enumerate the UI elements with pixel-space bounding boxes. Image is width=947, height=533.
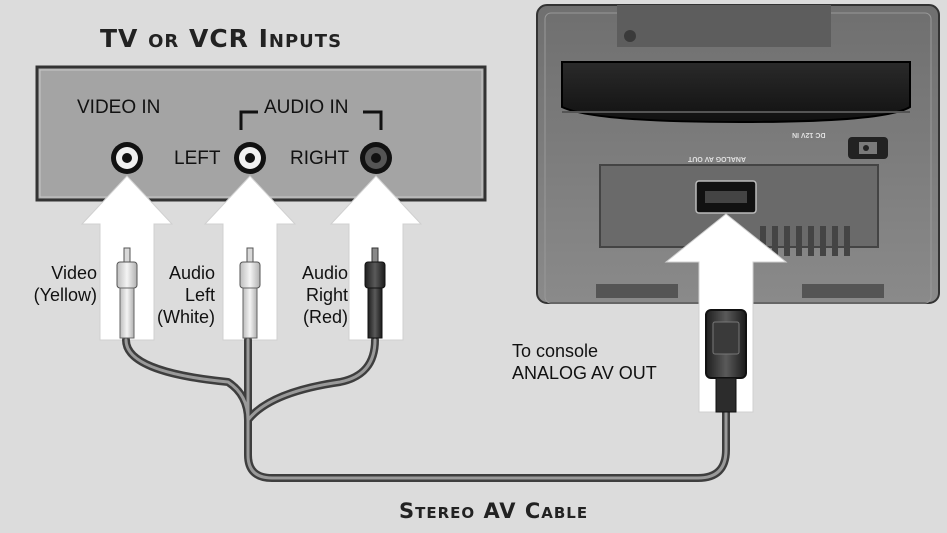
stereo-av-cable (122, 336, 730, 482)
audio-in-label: AUDIO IN (264, 97, 349, 118)
console-dc-label: DC 12V IN (792, 131, 826, 138)
audio-right-plug (364, 247, 386, 339)
screw-icon (624, 30, 636, 42)
audio-left-plug-label: Audio Left (White) (157, 263, 215, 327)
right-label: RIGHT (290, 148, 350, 169)
tv-input-panel (35, 65, 487, 202)
cable-title: Stereo AV Cable (399, 499, 589, 523)
video-plug-label: Video (Yellow) (33, 263, 97, 305)
console-port-label: ANALOG AV OUT (688, 155, 746, 162)
console (536, 4, 940, 304)
audio-in-bracket (239, 110, 383, 130)
left-label: LEFT (174, 148, 221, 169)
audio-left-plug (239, 247, 261, 339)
console-vents (760, 226, 850, 256)
audio-right-plug-label: Audio Right (Red) (301, 263, 348, 327)
audio-right-jack (360, 142, 392, 174)
video-plug (116, 247, 138, 339)
panel-title: TV or VCR Inputs (100, 24, 343, 53)
console-connection-note: To console ANALOG AV OUT (512, 341, 657, 383)
audio-left-jack (234, 142, 266, 174)
video-in-jack (111, 142, 143, 174)
video-in-label: VIDEO IN (77, 97, 161, 118)
av-multi-out-plug (705, 309, 747, 413)
